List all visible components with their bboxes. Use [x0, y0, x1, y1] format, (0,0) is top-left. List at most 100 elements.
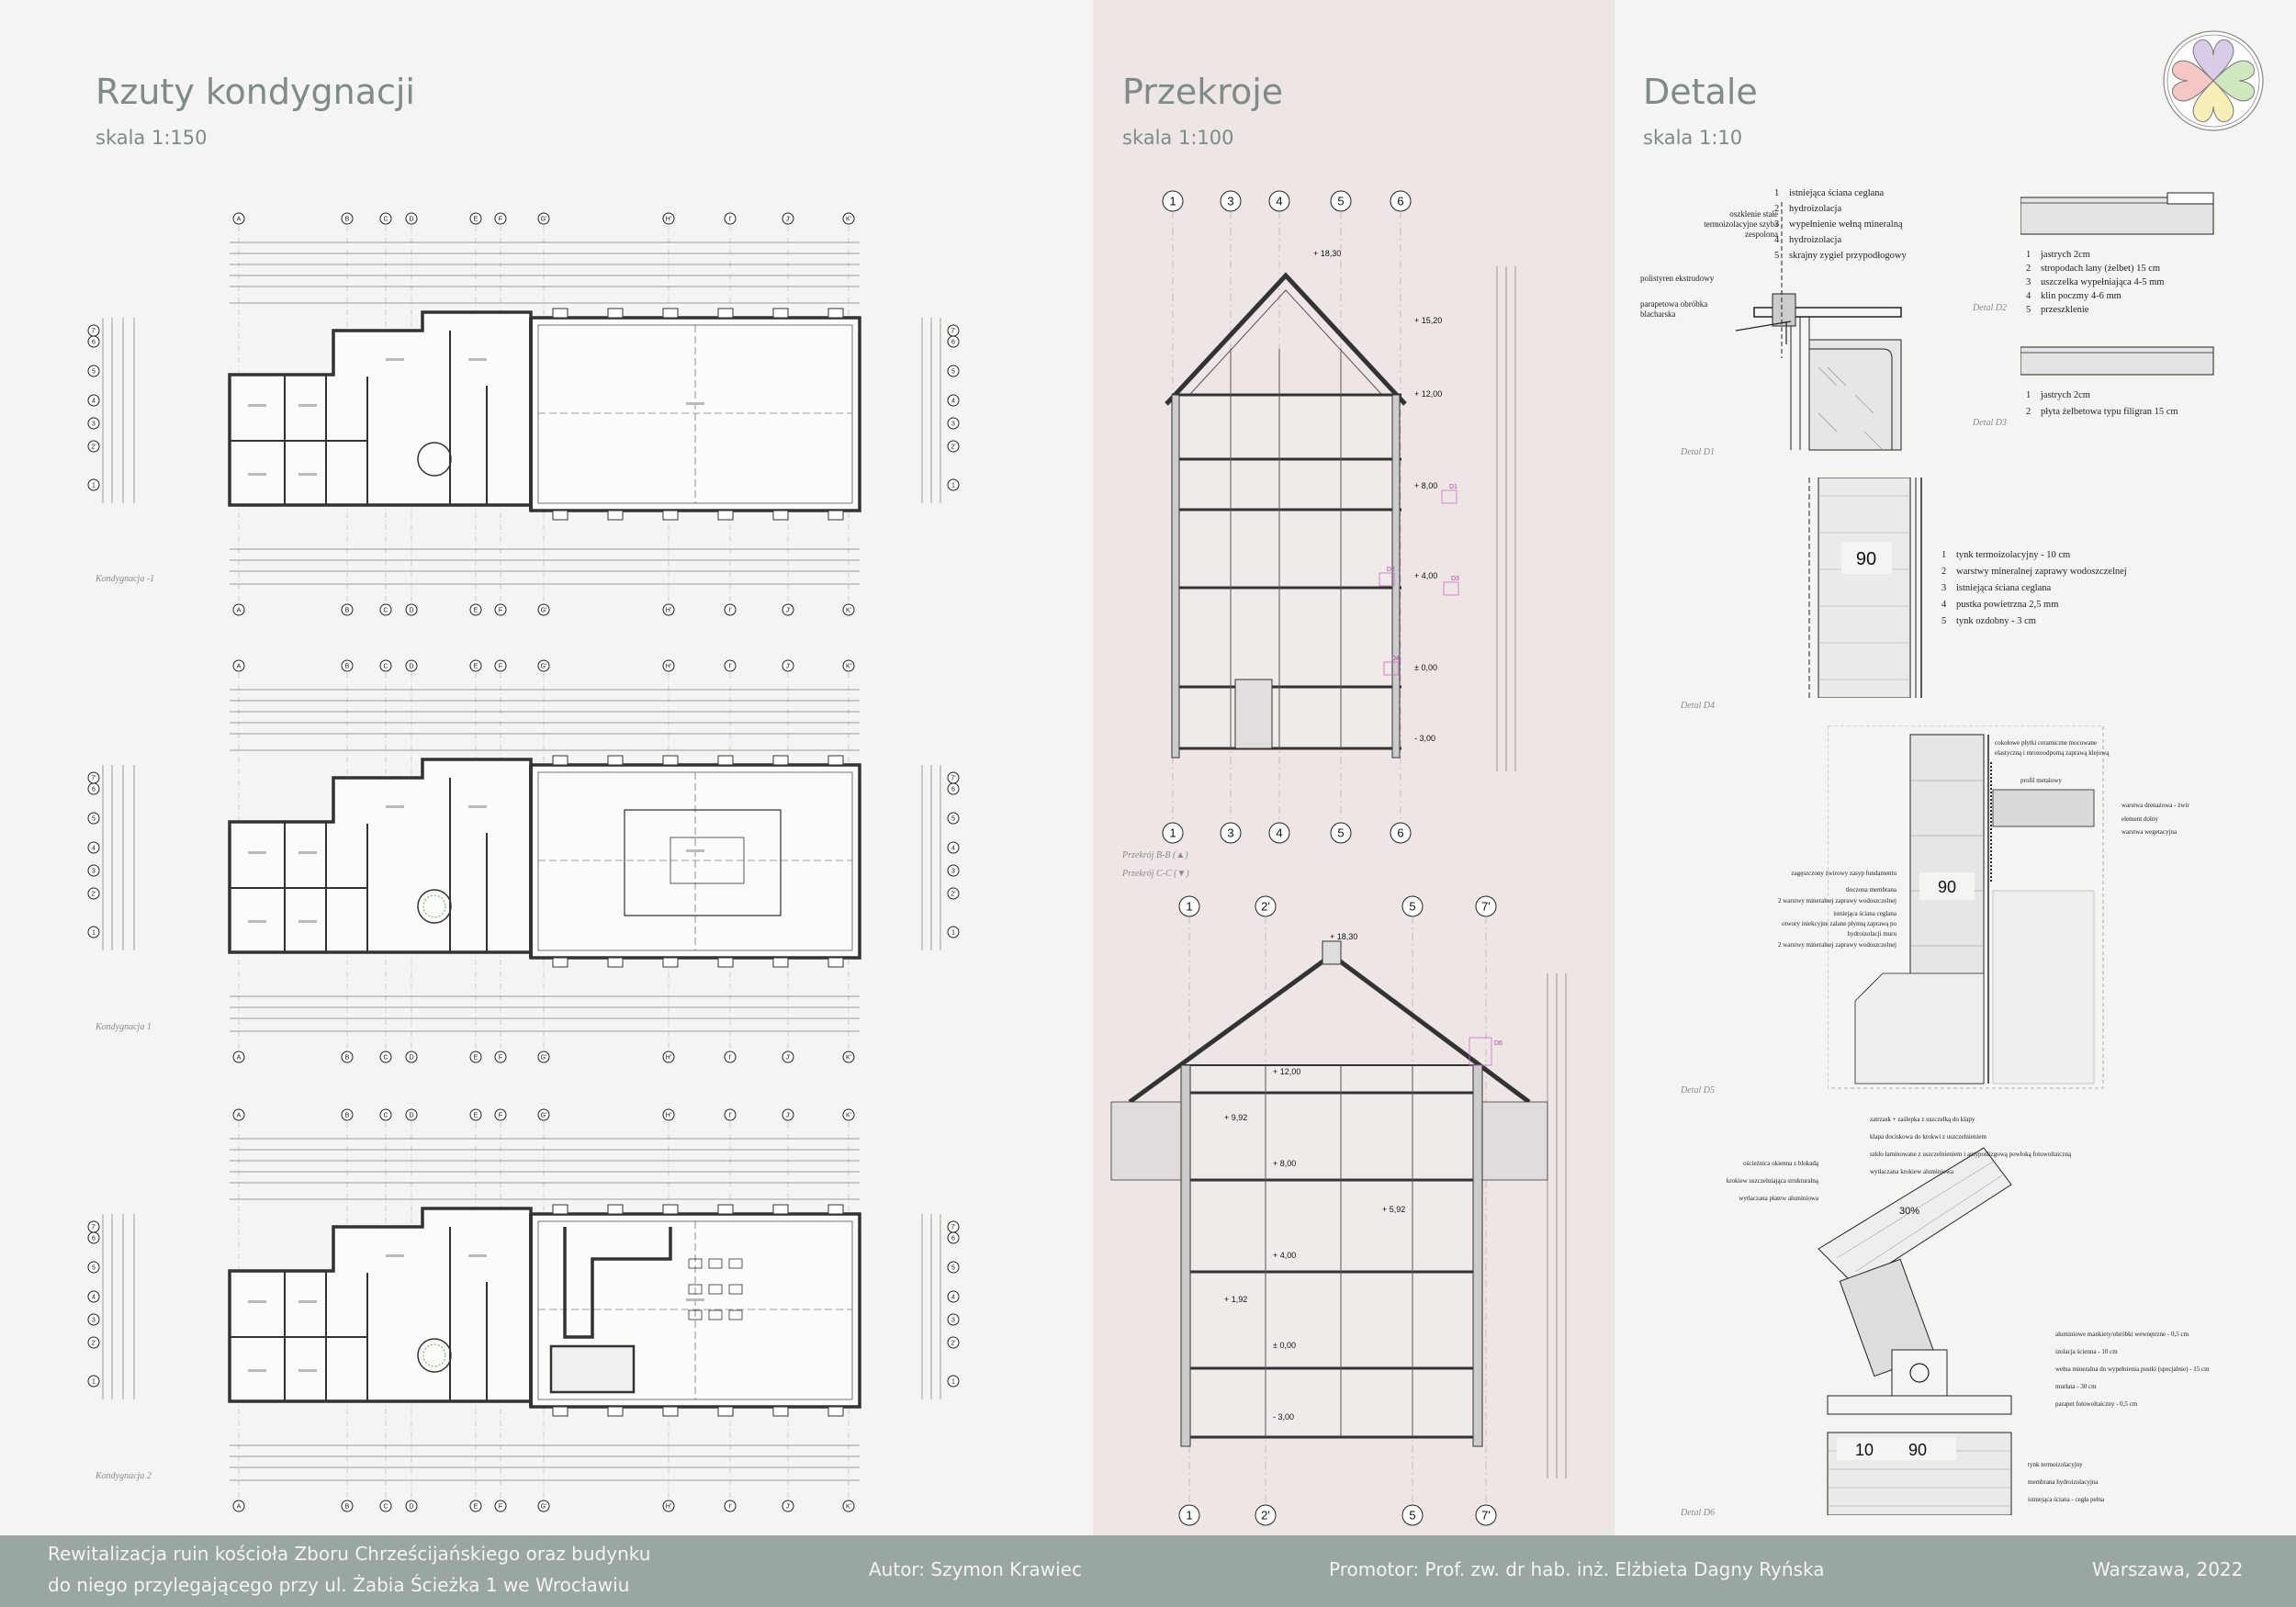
plan-axis-bottom: C — [379, 603, 392, 616]
section-level-label: + 1,92 — [1224, 1295, 1247, 1304]
plans-scale: skala 1:150 — [96, 127, 208, 149]
plan-axis-top: K' — [842, 1108, 855, 1121]
section-level-label: + 5,92 — [1382, 1205, 1405, 1214]
section-axis-bottom: 1 — [1178, 1504, 1200, 1526]
detail-d5-label-vegetation: warstwa wegetacyjna — [2122, 828, 2178, 836]
section-level-label: + 18,30 — [1330, 932, 1357, 941]
svg-text:K': K' — [846, 1112, 851, 1118]
plan-caption-floor1: Kondygnacja 1 — [96, 1022, 152, 1032]
plan-axis-top: G' — [537, 1108, 550, 1121]
footer-bar: Rewitalizacja ruin kościoła Zboru Chrześ… — [0, 1535, 2296, 1607]
plan-axis-top: B — [341, 659, 354, 672]
plan-outline — [228, 1207, 861, 1409]
svg-text:B: B — [345, 1054, 350, 1061]
section-axis-top: 7' — [1475, 895, 1497, 917]
plan-axis-bottom: J' — [782, 603, 794, 616]
svg-text:C: C — [383, 1503, 388, 1510]
svg-text:6: 6 — [951, 786, 955, 792]
plan-axis-bottom: D — [405, 603, 418, 616]
svg-text:4: 4 — [92, 398, 96, 404]
svg-text:1: 1 — [92, 1378, 96, 1385]
svg-text:6: 6 — [1397, 195, 1403, 208]
section-level-label: + 18,30 — [1313, 249, 1341, 258]
svg-text:4: 4 — [92, 1294, 96, 1300]
plan-axis-left: 7' — [87, 324, 100, 337]
svg-text:F: F — [499, 663, 502, 669]
svg-text:1: 1 — [1169, 826, 1176, 840]
plan-axis-top: E — [469, 212, 482, 225]
plan-axis-bottom: A — [232, 1051, 245, 1063]
svg-text:4: 4 — [951, 845, 955, 851]
plan-axis-bottom: C — [379, 1051, 392, 1063]
plan-axis-bottom: A — [232, 603, 245, 616]
plan-axis-right: 2' — [947, 440, 960, 453]
plan-axis-top: E — [469, 659, 482, 672]
plan-axis-right: 6 — [947, 335, 960, 348]
svg-text:D: D — [409, 216, 413, 222]
svg-text:D: D — [409, 1054, 413, 1061]
svg-text:B: B — [345, 216, 350, 222]
detail-d5-label-membrane: tłoczona membrana — [1845, 886, 1896, 893]
plan-axis-bottom: K' — [842, 603, 855, 616]
plan-axis-bottom: A — [232, 1500, 245, 1512]
plan-axis-top: G' — [537, 212, 550, 225]
svg-text:J': J' — [786, 1054, 791, 1061]
svg-text:5: 5 — [92, 815, 96, 822]
svg-text:4: 4 — [951, 1294, 955, 1300]
svg-text:D: D — [409, 1503, 413, 1510]
detail-marker: D3 — [1451, 576, 1459, 582]
plan-axis-right: 1 — [947, 926, 960, 938]
plan-axis-right: 5 — [947, 365, 960, 377]
svg-text:B: B — [345, 1112, 350, 1118]
svg-text:A: A — [237, 663, 242, 669]
section-level-label: + 9,92 — [1224, 1113, 1247, 1122]
plan-axis-bottom: J' — [782, 1500, 794, 1512]
svg-text:2': 2' — [91, 1340, 96, 1346]
plan-axis-bottom: I' — [724, 1500, 737, 1512]
svg-text:5: 5 — [1409, 900, 1415, 914]
footer-promoter: Promotor: Prof. zw. dr hab. inż. Elżbiet… — [1329, 1558, 1825, 1580]
plan-axis-left: 1 — [87, 478, 100, 491]
svg-text:G': G' — [541, 1503, 547, 1510]
svg-text:3: 3 — [92, 1317, 96, 1323]
plan-axis-top: C — [379, 212, 392, 225]
details-title: Detale — [1643, 72, 1758, 112]
svg-text:5: 5 — [951, 815, 955, 822]
detail-d5-caption: Detal D5 — [1681, 1085, 1715, 1096]
detail-d2-caption: Detal D2 — [1973, 303, 2007, 313]
section-level-label: + 8,00 — [1414, 481, 1437, 490]
svg-text:5: 5 — [92, 368, 96, 375]
plan-axis-right: 6 — [947, 782, 960, 795]
detail-d5-label-brick: istniejąca ściana ceglana — [1833, 910, 1896, 917]
footer-project-line2: do niego przylegającego przy ul. Żabia Ś… — [48, 1574, 630, 1596]
plan-axis-top: C — [379, 659, 392, 672]
section-axis-top: 2' — [1255, 895, 1277, 917]
plan-axis-top: A — [232, 659, 245, 672]
plan-axis-top: B — [341, 212, 354, 225]
detail-d6-labels-bottom: tynk termoizolacyjny membrana hydroizola… — [2028, 1461, 2105, 1503]
plan-axis-left: 1 — [87, 926, 100, 938]
plan-axis-left: 4 — [87, 841, 100, 854]
section-level-label: + 12,00 — [1414, 389, 1442, 399]
detail-d6-drawing: 10 90 30% — [1818, 1147, 2012, 1515]
plan-axis-left: 2' — [87, 440, 100, 453]
svg-text:1: 1 — [951, 929, 955, 936]
sections-scale: skala 1:100 — [1122, 127, 1234, 149]
section-axis-bottom: 5 — [1330, 822, 1352, 844]
svg-text:H': H' — [666, 1054, 671, 1061]
plan-axis-top: H' — [662, 659, 675, 672]
section-level-label: + 15,20 — [1414, 316, 1442, 325]
detail-d4-caption: Detal D4 — [1681, 701, 1715, 711]
svg-text:7': 7' — [1481, 1509, 1491, 1523]
svg-text:G': G' — [541, 1054, 547, 1061]
detail-d5-drawing: 90 — [1828, 725, 2104, 1089]
svg-text:3: 3 — [951, 1317, 955, 1323]
plan-axis-left: 7' — [87, 1220, 100, 1233]
detail-d1-label-flashing: parapetowa obróbka blacharska — [1640, 299, 1708, 319]
detail-d5-label-mortar1: 2 warstwy mineralnej zaprawy wodoszczeln… — [1777, 897, 1896, 905]
svg-text:4: 4 — [92, 845, 96, 851]
sections-title: Przekroje — [1122, 72, 1284, 112]
detail-marker: D1 — [1449, 484, 1458, 490]
